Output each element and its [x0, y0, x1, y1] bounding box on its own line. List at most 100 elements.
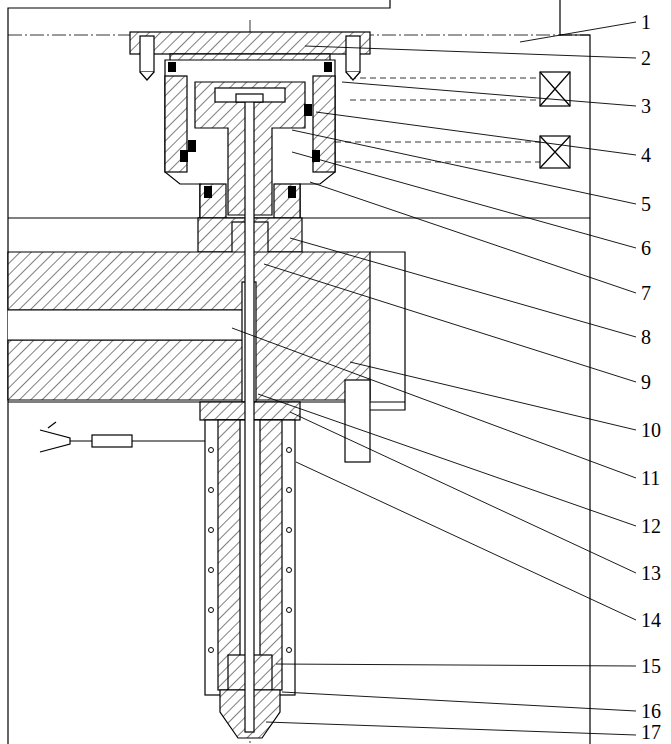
leader-line: [276, 664, 636, 666]
leader-line: [350, 362, 636, 430]
seal-ring: [168, 62, 176, 72]
heater-coil: [209, 608, 214, 613]
thermocouple: [48, 422, 56, 428]
callout-number: 8: [641, 327, 651, 347]
heater-coil: [209, 488, 214, 493]
callout-number: 4: [641, 145, 651, 165]
plate-outline: [8, 0, 590, 744]
callout-number: 13: [641, 563, 661, 583]
leader-line: [520, 22, 636, 42]
plate-outline: [560, 0, 590, 744]
seal-ring: [204, 186, 212, 198]
valve-needle: [236, 94, 263, 732]
leader-line: [290, 412, 636, 573]
callout-wrapper: 9: [641, 372, 651, 392]
thermocouple: [40, 430, 70, 452]
leader-line: [310, 182, 636, 293]
leader-line: [292, 130, 636, 204]
leader-line: [264, 264, 636, 382]
thermocouple: [92, 435, 132, 447]
seal-ring: [324, 62, 332, 72]
leader-line: [258, 394, 636, 526]
callout-wrapper: 11: [641, 468, 660, 488]
callout-wrapper: 3: [641, 96, 651, 116]
callout-wrapper: 17: [641, 722, 661, 742]
leader-line: [266, 722, 636, 735]
seal-ring: [288, 186, 296, 198]
cylinder-housing: [274, 184, 300, 218]
manifold: [8, 310, 244, 340]
thermocouple: [70, 440, 205, 441]
center-line: [8, 20, 590, 744]
air-fitting: [540, 72, 570, 106]
callout-number: 5: [641, 194, 651, 214]
heater-coil: [209, 528, 214, 533]
callout-number: 6: [641, 238, 651, 258]
callout-number: 11: [641, 468, 660, 488]
heater-coil: [287, 528, 292, 533]
plate-outline: [370, 252, 405, 410]
air-passage: [335, 142, 540, 143]
piston: [215, 88, 285, 102]
valve-needle: [245, 96, 254, 732]
heater-coil: [287, 448, 292, 453]
heater-coil: [287, 648, 292, 653]
heater-coil: [287, 488, 292, 493]
seal-ring: [304, 104, 312, 116]
callout-number: 16: [641, 701, 661, 721]
air-fitting: [540, 72, 570, 168]
cylinder-housing: [165, 76, 187, 172]
thermocouple: [40, 422, 205, 452]
leader-line: [282, 692, 636, 711]
plate-outline: [8, 0, 390, 744]
callout-number: 2: [641, 48, 651, 68]
seal-ring: [180, 150, 188, 162]
callout-number: 7: [641, 283, 651, 303]
callout-wrapper: 10: [641, 420, 661, 440]
callout-wrapper: 5: [641, 194, 651, 214]
heater-coil: [287, 568, 292, 573]
heater-coil: [287, 608, 292, 613]
callout-number: 15: [641, 656, 661, 676]
leader-line: [305, 46, 636, 58]
callout-wrapper: 1: [641, 12, 651, 32]
callout-number: 9: [641, 372, 651, 392]
manifold: [345, 380, 370, 462]
callout-number: 10: [641, 420, 661, 440]
heater-coil: [209, 568, 214, 573]
callout-wrapper: 6: [641, 238, 651, 258]
callout-wrapper: 8: [641, 327, 651, 347]
leader-line: [290, 238, 636, 337]
cylinder-cap: [140, 36, 154, 72]
cylinder-cap: [346, 36, 360, 72]
heater-coil: [209, 448, 214, 453]
leader-line: [232, 22, 636, 735]
seal-ring: [188, 140, 196, 152]
manifold: [8, 252, 370, 400]
leader-line: [316, 112, 636, 155]
heater-coil: [209, 648, 214, 653]
manifold: [8, 252, 370, 462]
callout-number: 17: [641, 722, 661, 742]
callout-wrapper: 15: [641, 656, 661, 676]
leader-line: [342, 82, 636, 106]
air-fitting: [540, 136, 570, 168]
air-fitting: [540, 72, 570, 106]
manifold: [8, 309, 242, 310]
cylinder-housing: [313, 76, 335, 172]
callout-wrapper: 16: [641, 701, 661, 721]
callout-wrapper: 4: [641, 145, 651, 165]
callout-wrapper: 2: [641, 48, 651, 68]
manifold: [8, 339, 242, 340]
callout-wrapper: 7: [641, 283, 651, 303]
callout-wrapper: 13: [641, 563, 661, 583]
callout-number: 1: [641, 12, 651, 32]
cylinder-cap: [130, 32, 370, 54]
air-passage: [350, 78, 540, 79]
callout-wrapper: 12: [641, 516, 661, 536]
seal-ring: [312, 150, 320, 162]
callout-number: 12: [641, 516, 661, 536]
leader-line: [296, 462, 636, 620]
